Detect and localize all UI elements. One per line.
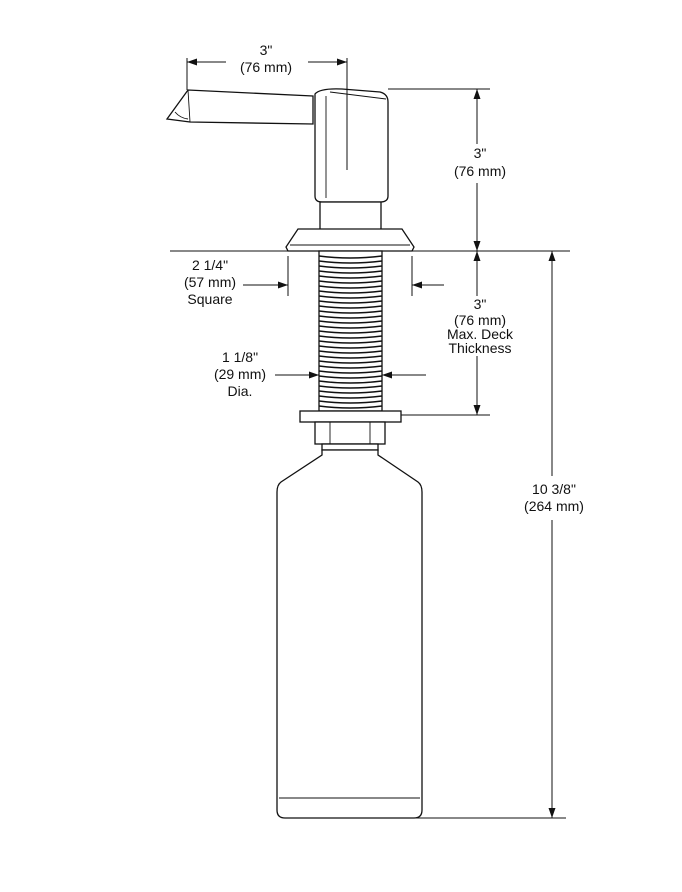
dispenser-head <box>165 88 389 231</box>
threaded-shank <box>318 250 383 412</box>
overall-below-inches: 10 3/8" <box>532 481 576 497</box>
flange-square-inches: 2 1/4" <box>192 257 228 273</box>
shank-dia-note: Dia. <box>228 383 253 399</box>
head-height-mm: (76 mm) <box>454 163 506 179</box>
shank-dia-inches: 1 1/8" <box>222 349 258 365</box>
soap-bottle <box>276 449 423 819</box>
deck-thickness-note-1: Max. Deck <box>447 326 514 342</box>
deck-flange <box>285 228 415 252</box>
extension-lines <box>170 58 570 819</box>
shank-threads <box>318 255 383 409</box>
deck-thickness-mm: (76 mm) <box>454 312 506 328</box>
flange-square-mm: (57 mm) <box>184 274 236 290</box>
spout-reach-mm: (76 mm) <box>240 59 292 75</box>
mounting-nut <box>299 410 402 451</box>
deck-thickness-inches: 3" <box>474 296 487 312</box>
head-height-inches: 3" <box>474 145 487 161</box>
dimension-labels: 3" (76 mm) 3" (76 mm) 2 1/4" (57 mm) Squ… <box>184 42 584 514</box>
overall-below-mm: (264 mm) <box>524 498 584 514</box>
dimension-lines <box>187 58 556 818</box>
flange-square-note: Square <box>187 291 232 307</box>
deck-thickness-note-2: Thickness <box>448 340 511 356</box>
spout-reach-inches: 3" <box>260 42 273 58</box>
shank-dia-mm: (29 mm) <box>214 366 266 382</box>
